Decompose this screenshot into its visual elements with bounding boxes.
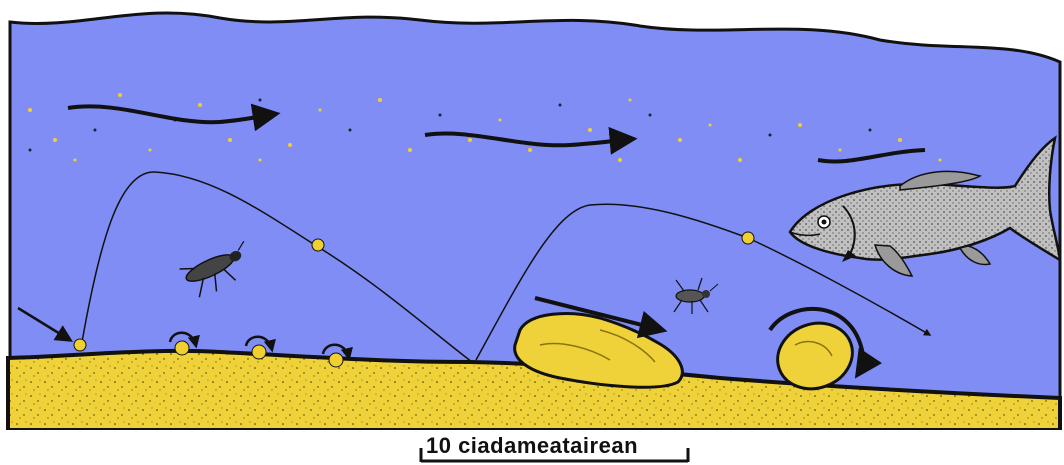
saltating-grain [312,239,324,251]
scale-bar-label: 10 ciadameatairean [0,433,1064,459]
saltating-grain [74,339,86,351]
saltating-grain [742,232,754,244]
sediment-transport-diagram [0,0,1064,430]
